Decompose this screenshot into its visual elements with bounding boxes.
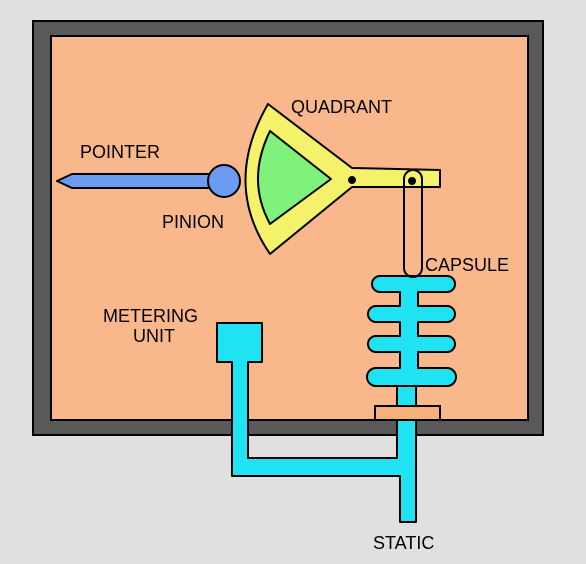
label-unit: UNIT	[133, 326, 175, 346]
quadrant-body	[244, 103, 441, 255]
quadrant-window	[257, 130, 332, 225]
label-quadrant: QUADRANT	[291, 97, 392, 117]
pointer-needle	[56, 173, 215, 189]
label-pinion: PINION	[162, 212, 224, 232]
label-capsule: CAPSULE	[425, 255, 509, 275]
pinion	[207, 164, 241, 198]
instrument-case	[32, 20, 544, 436]
linkage-pivot	[408, 177, 416, 185]
capsule	[366, 275, 457, 387]
case-seal	[374, 405, 441, 421]
label-pointer: POINTER	[80, 142, 160, 162]
quadrant	[244, 103, 441, 255]
linkage	[403, 169, 423, 278]
linkage-rod	[403, 169, 423, 278]
pointer	[56, 164, 241, 198]
label-static: STATIC	[373, 533, 434, 553]
quadrant-pivot	[348, 176, 356, 184]
label-metering: METERING	[103, 306, 198, 326]
